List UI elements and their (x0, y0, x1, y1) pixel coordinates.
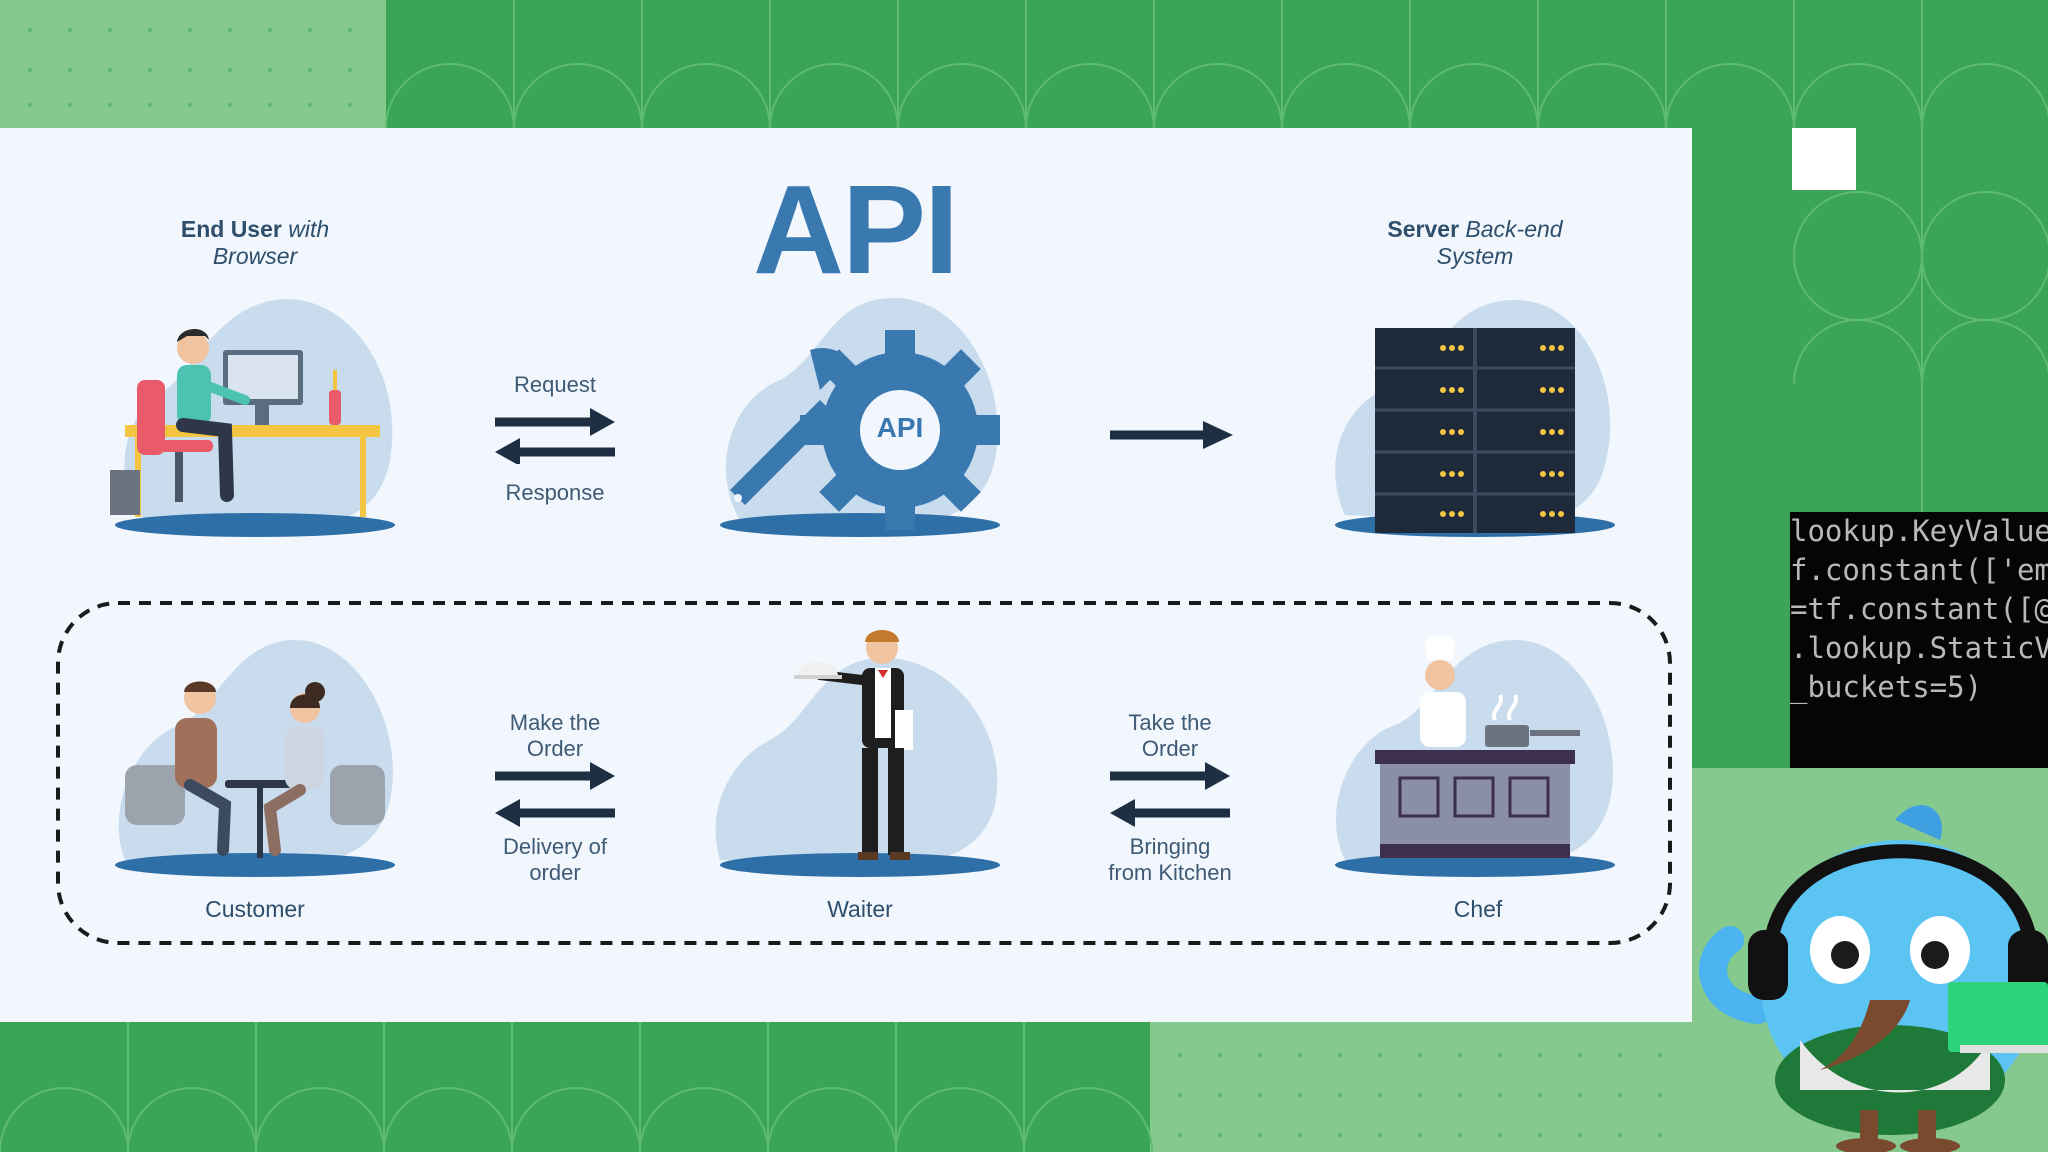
gear-wrench-icon (720, 297, 1000, 537)
page-title: API (752, 159, 959, 300)
chef-label: Chef (1453, 896, 1503, 922)
waiter-label: Waiter (827, 896, 893, 922)
customer-label: Customer (205, 896, 305, 922)
kitchen-arrows-icon (1110, 762, 1230, 827)
request-arrow-icon (495, 408, 615, 464)
chef-icon (1335, 635, 1615, 877)
code-snippet: lookup.KeyValue f.constant(['em =tf.cons… (1790, 512, 2048, 768)
server-rack-icon (1335, 300, 1615, 537)
code-line: .lookup.StaticV (1790, 631, 2048, 665)
restaurant-analogy-box (56, 601, 1672, 945)
forward-arrow-icon (1110, 421, 1233, 449)
end-user-label: End User with Browser (180, 216, 330, 269)
code-line: =tf.constant([@ (1790, 592, 2048, 626)
order-arrows-icon (495, 762, 615, 827)
gear-api-label: API (876, 412, 924, 443)
mascot-icon (1699, 805, 2048, 1152)
waiter-icon (715, 630, 1000, 877)
customers-icon (115, 640, 395, 877)
code-line: lookup.KeyValue (1790, 514, 2048, 548)
code-line: f.constant(['em (1790, 553, 2048, 587)
request-label: Request (514, 372, 596, 397)
server-label: Server Back-end System (1387, 216, 1563, 269)
code-line: _buckets=5) (1790, 670, 1983, 704)
user-at-computer-icon (110, 299, 395, 537)
response-label: Response (505, 480, 605, 505)
